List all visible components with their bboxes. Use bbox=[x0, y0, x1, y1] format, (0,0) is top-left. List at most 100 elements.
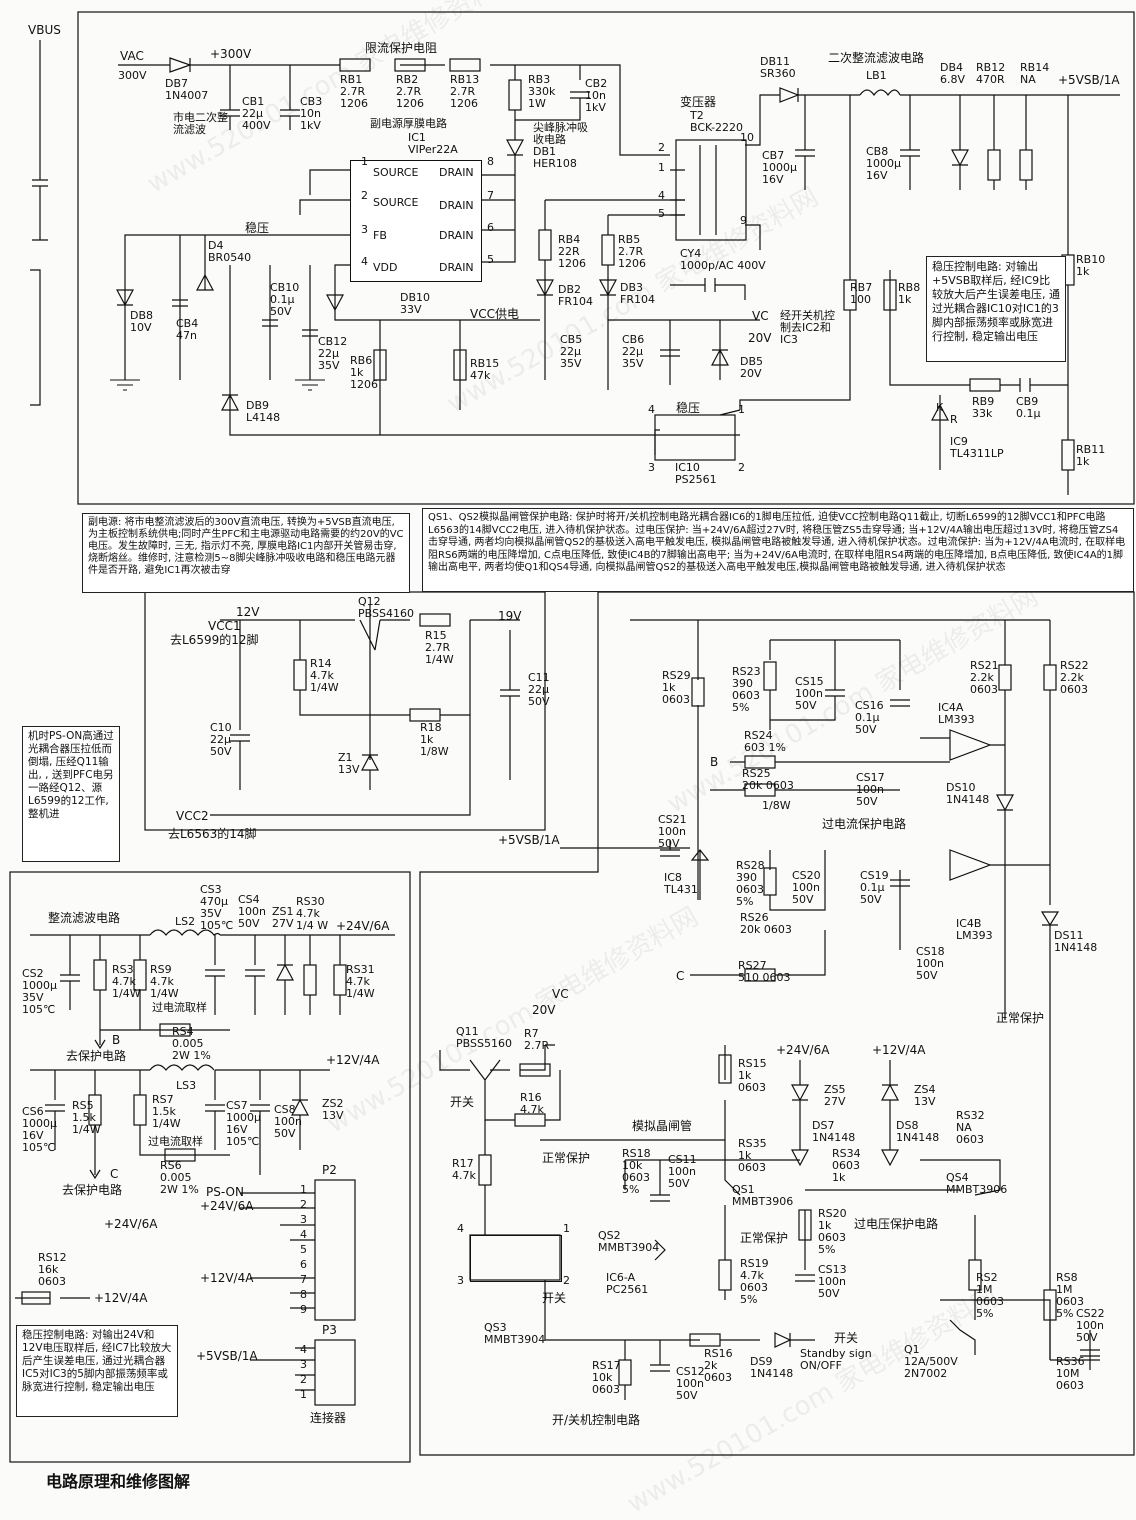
current-sample-label: 过电流取样 bbox=[152, 1001, 207, 1014]
footer-title: 电路原理和维修图解 bbox=[46, 1472, 191, 1491]
t2-pin: 2 bbox=[658, 141, 665, 154]
vcc1-dest: 去L6599的12脚 bbox=[170, 633, 259, 647]
vcc2-label: VCC2 bbox=[176, 809, 209, 823]
aux-power-note: 副电源: 将市电整流滤波后的300V直流电压, 转换为+5VSB直流电压, 为主… bbox=[82, 513, 410, 593]
regulator-note: 稳压控制电路: 对输出+5VSB取样后, 经IC9比较放大后产生误差电压, 通过… bbox=[926, 256, 1066, 362]
v24-output: +24V/6A bbox=[336, 919, 390, 933]
t2-pin: 10 bbox=[740, 131, 754, 144]
v300-label: +300V bbox=[210, 47, 252, 61]
switch-label-3: 开关 bbox=[542, 1291, 567, 1305]
v5sb-connector: +5VSB/1A bbox=[196, 1349, 258, 1363]
db7-part: 1N4007 bbox=[165, 89, 209, 102]
limit-resistor-label: 限流保护电阻 bbox=[365, 41, 438, 55]
connector-label: 连接器 bbox=[310, 1411, 347, 1425]
protection-frame bbox=[419, 591, 1135, 1456]
switch-note: 经开关机控制去IC2和IC3 bbox=[780, 309, 835, 346]
vac-voltage: 300V bbox=[118, 69, 147, 82]
normal-protect-3: 正常保护 bbox=[740, 1231, 789, 1245]
aux-power-frame bbox=[77, 11, 1135, 505]
ocp-label: 过电流保护电路 bbox=[822, 817, 907, 831]
transformer-label: 变压器 bbox=[680, 95, 717, 109]
normal-protect-2: 正常保护 bbox=[542, 1151, 591, 1165]
v12-prot: +12V/4A bbox=[872, 1043, 926, 1057]
vc-node: VC bbox=[552, 987, 569, 1001]
b-node: B bbox=[710, 755, 719, 769]
mains-rectifier-label: 市电二次整流滤波 bbox=[173, 111, 228, 136]
p3-label: P3 bbox=[322, 1323, 337, 1337]
normal-protect-label: 正常保护 bbox=[996, 1011, 1045, 1025]
ic9-r: R bbox=[950, 413, 958, 426]
p2-label: P2 bbox=[322, 1163, 337, 1177]
v19-label: 19V bbox=[498, 609, 522, 623]
regulate-label: 稳压 bbox=[245, 221, 270, 235]
current-sample-label-2: 过电流取样 bbox=[148, 1135, 203, 1148]
v12-connector-2: +12V/4A bbox=[94, 1291, 148, 1305]
ic10-pin: 3 bbox=[648, 461, 655, 474]
t2-pin: 1 bbox=[658, 161, 665, 174]
scr-protection-note: QS1、QS2模拟晶闸管保护电路: 保护时将开/关机控制电路光耦合器IC6的1脚… bbox=[422, 508, 1134, 592]
ps-on-label: PS-ON bbox=[206, 1185, 244, 1199]
vac-label: VAC bbox=[120, 49, 144, 63]
vc-20v: 20V bbox=[748, 331, 772, 345]
b-output: B bbox=[112, 1033, 121, 1047]
rectifier-frame bbox=[9, 871, 411, 1463]
v5sb-output-label: +5VSB/1A bbox=[1058, 73, 1120, 87]
ic10-pin: 1 bbox=[738, 403, 745, 416]
vbus-label: VBUS bbox=[28, 23, 61, 37]
